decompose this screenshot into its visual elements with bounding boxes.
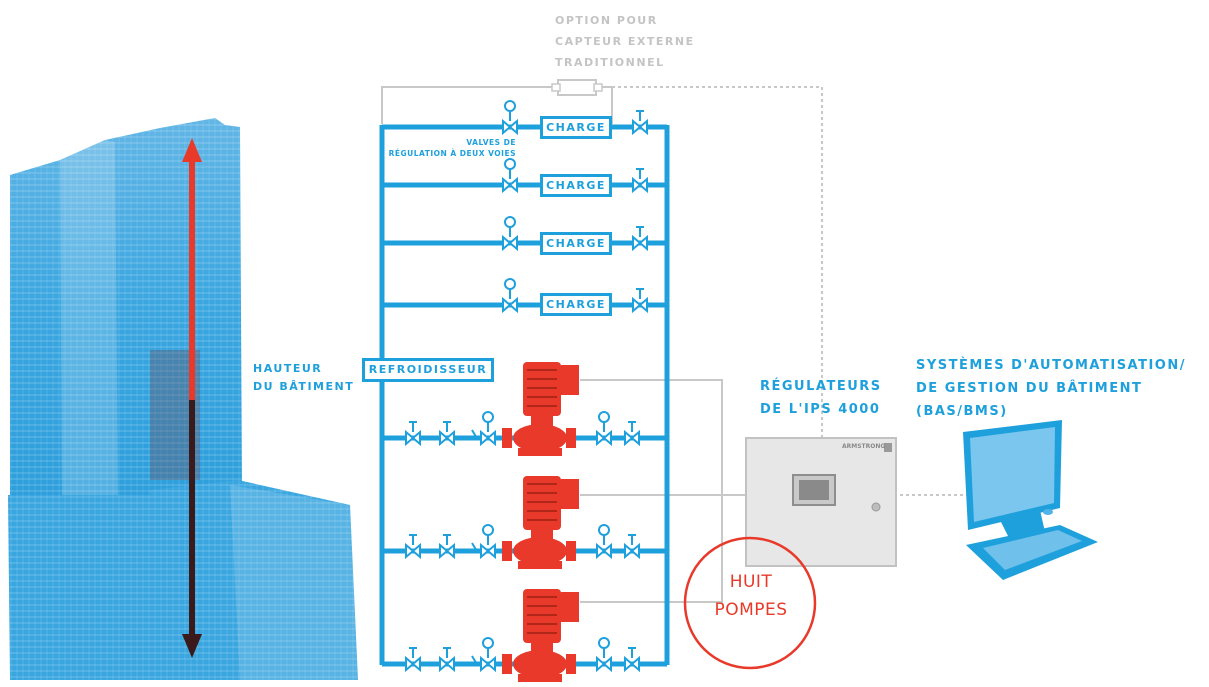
valve-icon xyxy=(632,118,648,136)
external-sensor-cap xyxy=(551,83,561,92)
valve-icon xyxy=(480,542,496,560)
load-box-1: CHARGE xyxy=(540,116,612,139)
valve-icon xyxy=(596,429,612,447)
external-sensor-cap-right xyxy=(593,83,603,92)
valve-icon xyxy=(502,234,518,252)
actuator-icon xyxy=(504,158,516,170)
actuator-icon xyxy=(504,100,516,112)
bas-label: SYSTÈMES D'AUTOMATISATION/ DE GESTION DU… xyxy=(916,358,1186,419)
pumps-count-label: HUIT POMPES xyxy=(714,572,788,620)
actuator-icon xyxy=(598,411,610,423)
load-box-4: CHARGE xyxy=(540,293,612,316)
sensor-option-label: OPTION POUR CAPTEUR EXTERNE TRADITIONNEL xyxy=(555,14,695,69)
pumps-highlight-circle xyxy=(683,536,817,670)
valve-icon xyxy=(632,296,648,314)
valve-icon xyxy=(480,429,496,447)
controllers-label: RÉGULATEURS DE L'IPS 4000 xyxy=(760,379,882,417)
valve-icon xyxy=(502,296,518,314)
brand-label: ARMSTRONG xyxy=(842,443,886,450)
pump-icon xyxy=(502,476,579,569)
valve-icon xyxy=(632,176,648,194)
valves-label: VALVES DE RÉGULATION À DEUX VOIES xyxy=(388,138,516,158)
actuator-icon xyxy=(504,278,516,290)
valve-icon xyxy=(596,542,612,560)
building-illustration xyxy=(8,118,358,680)
valve-icon xyxy=(502,118,518,136)
strainer-icon xyxy=(471,655,479,667)
valve-icon xyxy=(405,542,421,560)
pump-fittings xyxy=(405,411,640,673)
pump-icon xyxy=(502,589,579,682)
load-box-3: CHARGE xyxy=(540,232,612,255)
load-valves xyxy=(502,100,648,314)
valve-icon xyxy=(480,655,496,673)
building-height-label: HAUTEUR DU BÂTIMENT xyxy=(253,362,355,393)
actuator-icon xyxy=(598,524,610,536)
valve-icon xyxy=(439,429,455,447)
valve-icon xyxy=(405,655,421,673)
valve-icon xyxy=(405,429,421,447)
valve-icon xyxy=(596,655,612,673)
pumps xyxy=(502,362,579,682)
actuator-icon xyxy=(482,637,494,649)
actuator-icon xyxy=(482,524,494,536)
valve-icon xyxy=(439,655,455,673)
bas-computer xyxy=(963,420,1098,580)
actuator-icon xyxy=(482,411,494,423)
brand-logo xyxy=(884,443,892,452)
controller-knob xyxy=(871,502,881,512)
strainer-icon xyxy=(471,429,479,441)
actuator-icon xyxy=(598,637,610,649)
external-sensor xyxy=(557,79,597,96)
pump-icon xyxy=(502,362,579,456)
valve-icon xyxy=(632,234,648,252)
building-height-arrow xyxy=(182,138,202,658)
actuator-icon xyxy=(504,216,516,228)
valve-icon xyxy=(624,542,640,560)
strainer-icon xyxy=(471,542,479,554)
valve-icon xyxy=(624,655,640,673)
control-wiring xyxy=(381,86,746,603)
load-box-2: CHARGE xyxy=(540,174,612,197)
ips4000-controller xyxy=(745,437,897,567)
chiller-box: REFROIDISSEUR xyxy=(362,358,494,382)
valve-icon xyxy=(439,542,455,560)
controller-display xyxy=(799,480,829,500)
valve-icon xyxy=(502,176,518,194)
valve-icon xyxy=(624,429,640,447)
dashed-links xyxy=(600,86,975,496)
